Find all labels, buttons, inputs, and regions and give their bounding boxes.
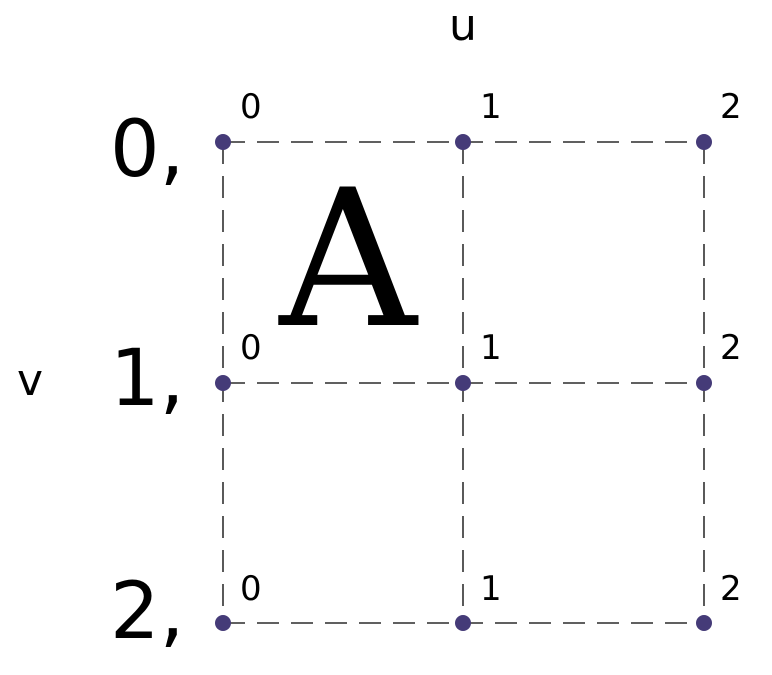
point-label-2-2: 2	[720, 569, 742, 609]
grid-point-1-1	[455, 375, 471, 391]
point-label-0-2: 2	[720, 87, 742, 127]
row-label-2: 2,	[110, 567, 184, 657]
grid-point-0-2	[696, 134, 712, 150]
point-label-0-1: 1	[480, 87, 502, 127]
grid-row-2: 2, 0 1 2	[110, 567, 742, 657]
point-label-0-0: 0	[240, 87, 262, 127]
point-label-1-2: 2	[720, 328, 742, 368]
point-label-2-1: 1	[480, 569, 502, 609]
grid-row-0: 0, 0 1 2	[110, 87, 742, 195]
v-axis-label: v	[17, 355, 43, 406]
point-label-1-0: 0	[240, 328, 262, 368]
cell-letter: A	[277, 149, 419, 370]
grid-point-1-2	[696, 375, 712, 391]
grid-point-2-0	[215, 615, 231, 631]
grid-point-1-0	[215, 375, 231, 391]
grid-point-2-2	[696, 615, 712, 631]
u-axis-label: u	[449, 0, 477, 51]
point-label-2-0: 0	[240, 569, 262, 609]
grid-point-0-0	[215, 134, 231, 150]
grid-point-0-1	[455, 134, 471, 150]
row-label-1: 1,	[110, 334, 184, 424]
grid-point-2-1	[455, 615, 471, 631]
row-label-0: 0,	[110, 105, 184, 195]
grid-row-1: 1, 0 1 2	[110, 328, 742, 424]
point-label-1-1: 1	[480, 328, 502, 368]
